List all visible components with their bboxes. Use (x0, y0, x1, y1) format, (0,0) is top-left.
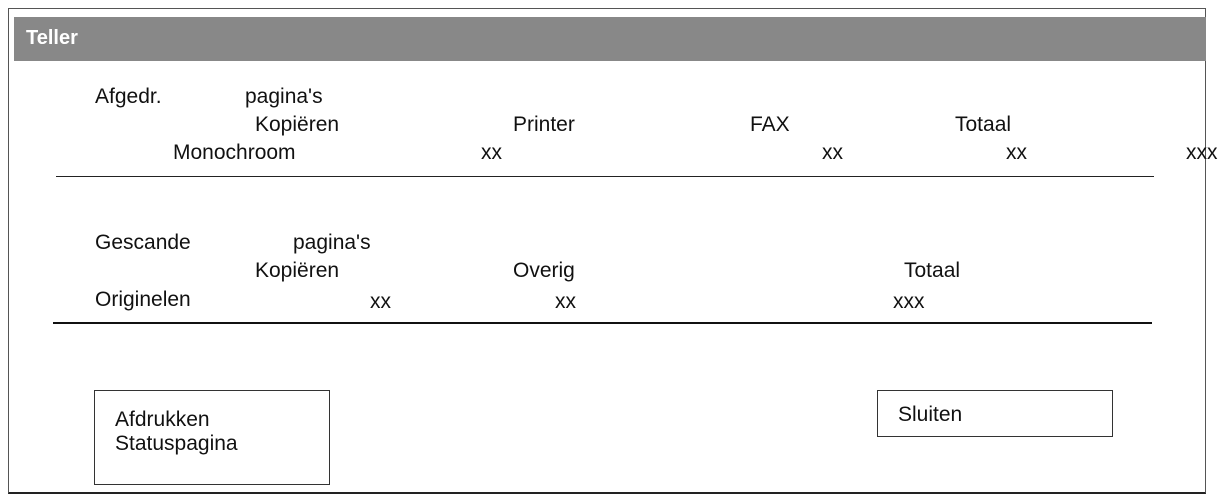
printed-value-total: xxx (1186, 141, 1218, 164)
scanned-value-copy: xx (370, 290, 391, 313)
scanned-col-other: Overig (513, 259, 575, 282)
print-status-page-button[interactable]: Afdrukken Statuspagina (94, 390, 330, 485)
close-button[interactable]: Sluiten (877, 390, 1113, 437)
printed-value-fax: xx (1006, 141, 1027, 164)
printed-col-printer: Printer (513, 113, 575, 136)
printed-pages-label: Afgedr. (95, 85, 162, 108)
scanned-row-originals: Originelen (95, 288, 191, 311)
printed-pages-label-2: pagina's (245, 85, 323, 108)
scanned-col-copy: Kopiëren (255, 259, 340, 282)
window-title: Teller (26, 27, 78, 49)
printed-value-printer: xx (822, 141, 843, 164)
printed-section-divider (56, 176, 1154, 177)
printed-col-fax: FAX (750, 113, 790, 136)
printed-value-copy: xx (481, 141, 502, 164)
scanned-value-total: xxx (893, 290, 925, 313)
close-button-label: Sluiten (898, 403, 963, 426)
printed-row-monochrome: Monochroom (173, 141, 296, 164)
scanned-value-other: xx (555, 290, 576, 313)
scanned-pages-label-2: pagina's (293, 231, 371, 254)
title-bar (14, 17, 1206, 61)
printed-col-total: Totaal (955, 113, 1012, 136)
scanned-col-total: Totaal (904, 259, 961, 282)
print-status-page-label: Afdrukken Statuspagina (115, 408, 238, 455)
scanned-section-divider (53, 322, 1152, 324)
printed-col-copy: Kopiëren (255, 113, 340, 136)
scanned-pages-label: Gescande (95, 231, 191, 254)
